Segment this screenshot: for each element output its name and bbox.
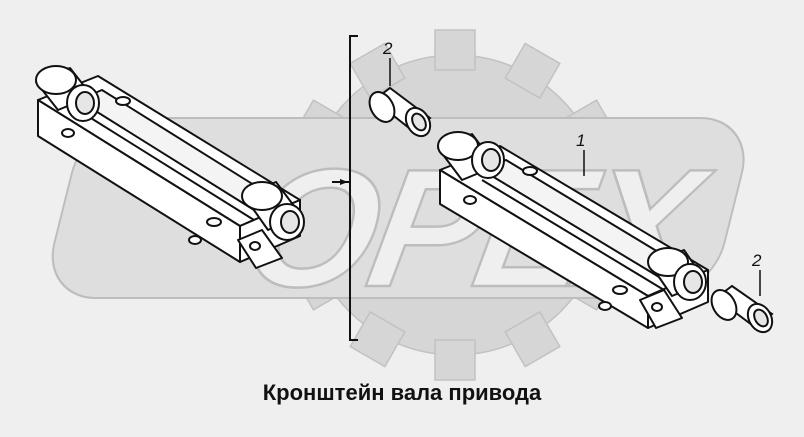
callout-bracket: 1 (576, 131, 585, 176)
bracket-assembled (35, 65, 305, 269)
bushing-lower (710, 284, 774, 334)
diagram-caption: Кронштейн вала привода (262, 380, 542, 405)
callout-label-2-lower: 2 (751, 251, 762, 270)
callout-bushing-lower: 2 (751, 251, 762, 296)
bushing-upper (368, 86, 432, 138)
bracket-part-1 (437, 131, 709, 329)
callout-bushing-upper: 2 (382, 39, 393, 86)
exploded-view-bracket (332, 35, 358, 341)
callout-label-1: 1 (576, 131, 585, 150)
callout-label-2-upper: 2 (382, 39, 393, 58)
